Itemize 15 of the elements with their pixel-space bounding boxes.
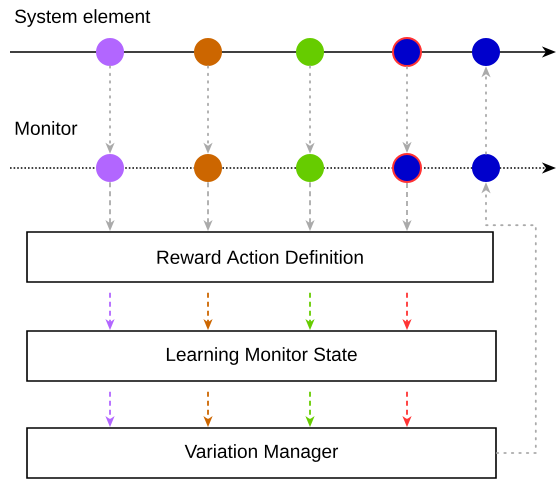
circle-marker xyxy=(96,38,124,66)
row-label: Monitor xyxy=(16,121,78,135)
process-box: Learning Monitor State xyxy=(26,330,497,382)
row-label: System element xyxy=(15,9,150,27)
circle-marker xyxy=(392,37,422,67)
circle-marker xyxy=(296,38,324,66)
process-box: Reward Action Definition xyxy=(26,231,494,283)
circle-marker xyxy=(96,154,124,182)
circle-marker xyxy=(296,154,324,182)
circle-marker xyxy=(392,153,422,183)
circle-marker xyxy=(472,38,500,66)
process-box: Variation Manager xyxy=(26,427,497,479)
circle-marker xyxy=(194,38,222,66)
circle-marker xyxy=(194,154,222,182)
circle-marker xyxy=(472,154,500,182)
